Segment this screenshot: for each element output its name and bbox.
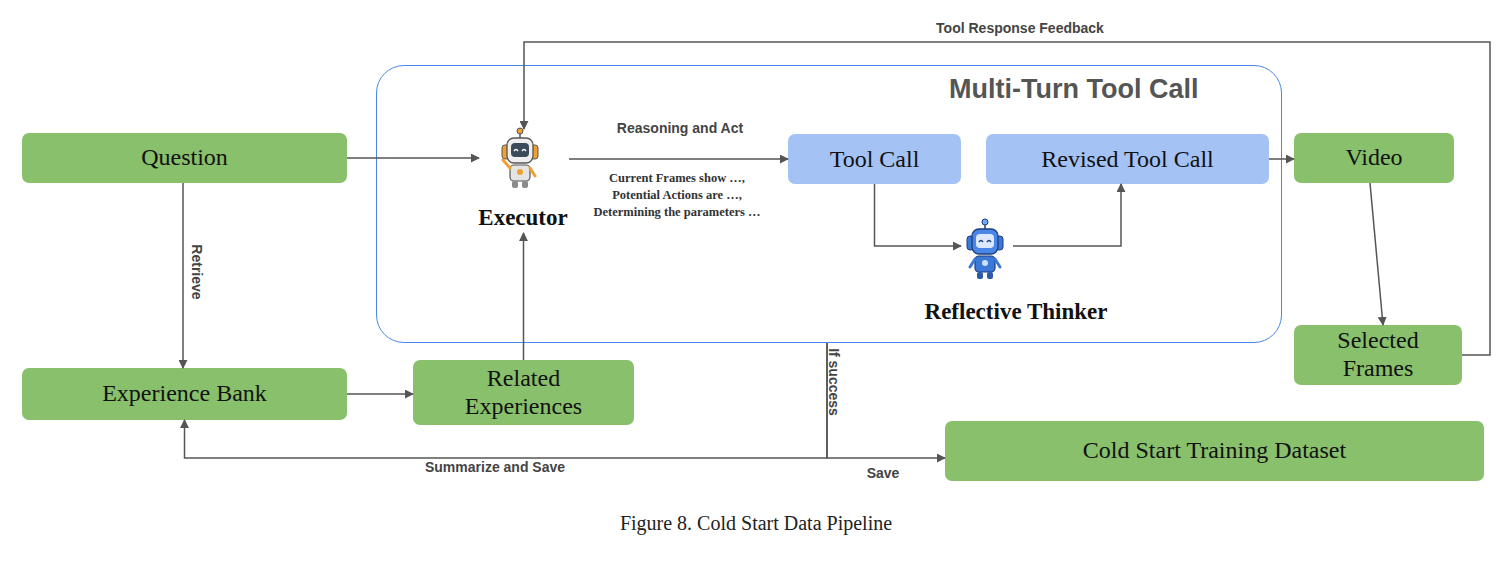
edge-label: Retrieve [189,244,205,299]
input-box: Question [22,133,347,183]
edge-label: Tool Response Feedback [936,20,1104,36]
flow-arrow [827,343,945,458]
edge-label: Save [867,465,900,481]
process-box: Revised Tool Call [986,134,1269,184]
node-text: Experience Bank [102,380,267,408]
figure-caption: Figure 8. Cold Start Data Pipeline [620,512,892,535]
data-box: Selected Frames [1294,325,1462,385]
flow-arrow [523,233,525,360]
flow-arrow [1269,158,1294,160]
node-text: Multi-Turn Tool Call [949,74,1198,105]
agent-node: Reflective Thinker [961,223,1013,326]
condition-label: If success [826,348,842,416]
node-text: Tool Call [830,146,920,173]
flow-arrow [185,343,828,458]
node-text: Reflective Thinker [925,299,1108,325]
flow-arrow [182,183,184,368]
flow-arrow [524,42,1490,355]
reasoning-note: Current Frames show …, [609,171,745,186]
flow-arrow [347,157,479,159]
node-text: Related Experiences [443,365,604,420]
node-text: Executor [478,205,567,231]
node-text: Cold Start Training Dataset [1083,437,1346,465]
node-text: Video [1345,144,1402,172]
flow-arrow [569,158,788,160]
group-frame: Multi-Turn Tool CallExecutor Tool Call Rev… [376,65,1282,343]
data-box: Video [1294,133,1454,183]
reasoning-note: Determining the parameters … [594,205,761,220]
store-box: Experience Bank [22,368,347,420]
edge-label: Reasoning and Act [617,120,743,136]
flow-arrow [347,393,413,395]
flow-arrow [1013,184,1121,246]
agent-node: Executor [479,129,569,233]
data-box: Related Experiences [413,360,634,425]
node-text: Question [141,144,228,172]
reflective-robot [967,219,1003,279]
output-box: Cold Start Training Dataset [945,421,1484,481]
edge-label: Summarize and Save [425,459,565,475]
process-box: Tool Call [788,134,961,184]
reasoning-note: Potential Actions are …, [612,188,742,203]
flow-arrow [1370,183,1383,325]
node-text: Selected Frames [1314,327,1442,382]
flow-arrow [875,184,962,246]
node-text: Revised Tool Call [1041,146,1214,173]
executor-robot [502,128,538,188]
